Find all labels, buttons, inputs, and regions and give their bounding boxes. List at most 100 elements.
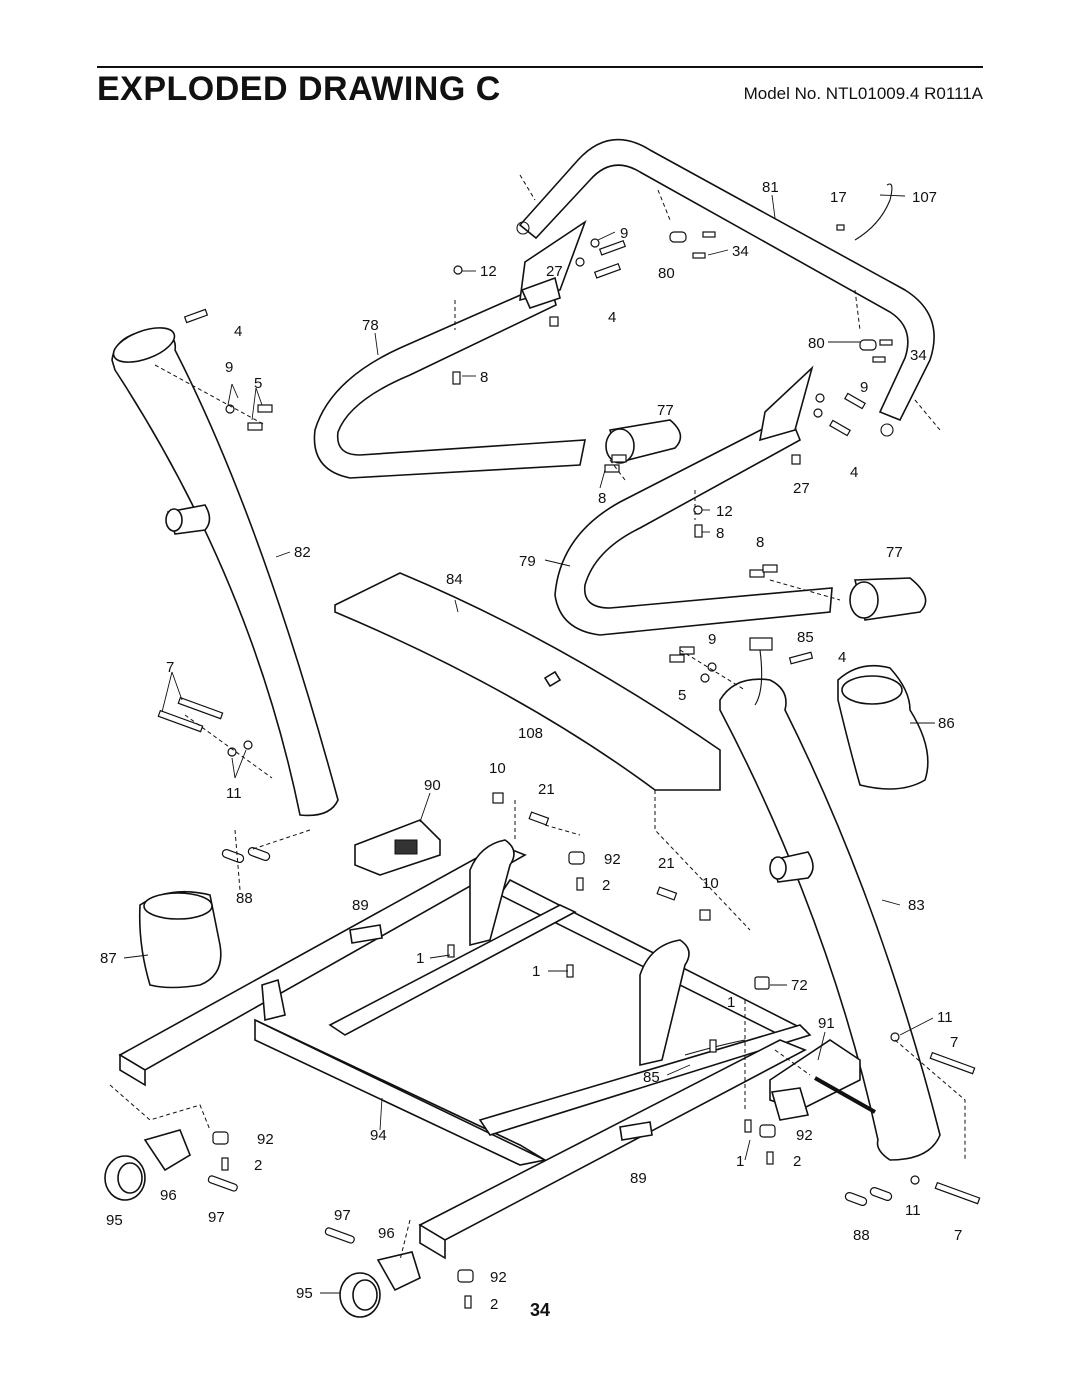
callout-12: 12 [480, 263, 497, 280]
callout-8: 8 [716, 525, 724, 542]
callout-10: 10 [702, 875, 719, 892]
callout-4: 4 [608, 309, 616, 326]
callout-86: 86 [938, 715, 955, 732]
callout-87: 87 [100, 950, 117, 967]
upper-frame-81 [516, 138, 935, 437]
callout-1: 1 [727, 994, 735, 1011]
base-frame-94 [118, 839, 812, 1260]
wire-85 [684, 637, 773, 1056]
callout-34: 34 [910, 347, 927, 364]
callout-80: 80 [808, 335, 825, 352]
callout-34: 34 [732, 243, 749, 260]
wheel-95-bottom [339, 1251, 421, 1318]
callout-4: 4 [838, 649, 846, 666]
callout-11: 11 [905, 1202, 921, 1219]
callout-5: 5 [678, 687, 686, 704]
leader-lines [123, 194, 935, 1294]
callout-21: 21 [658, 855, 675, 872]
endcap-77-lower [849, 577, 927, 621]
wire-107 [854, 183, 893, 241]
callout-89: 89 [352, 897, 369, 914]
callout-4: 4 [850, 464, 858, 481]
callout-91: 91 [818, 1015, 835, 1032]
callout-96: 96 [160, 1187, 177, 1204]
upright-83 [719, 678, 941, 1161]
callout-7: 7 [954, 1227, 962, 1244]
callout-88: 88 [853, 1227, 870, 1244]
callout-8: 8 [598, 490, 606, 507]
callout-17: 17 [830, 189, 847, 206]
callout-2: 2 [793, 1153, 801, 1170]
callout-94: 94 [370, 1127, 387, 1144]
small-hardware [183, 224, 920, 1309]
tray-84 [334, 572, 721, 791]
callout-107: 107 [912, 189, 937, 206]
callout-7: 7 [950, 1034, 958, 1051]
bolts-7 [157, 696, 981, 1205]
header-rule [97, 66, 983, 68]
callout-2: 2 [490, 1296, 498, 1313]
callout-77: 77 [886, 544, 903, 561]
pins-88-97 [207, 847, 893, 1244]
callout-5: 5 [254, 375, 262, 392]
callout-4: 4 [234, 323, 242, 340]
callout-92: 92 [490, 1269, 507, 1286]
callout-83: 83 [908, 897, 925, 914]
assembly-lines [109, 174, 966, 1261]
callout-11: 11 [937, 1009, 953, 1026]
callout-92: 92 [796, 1127, 813, 1144]
callout-9: 9 [860, 379, 868, 396]
model-number: Model No. NTL01009.4 R0111A [743, 84, 983, 103]
callout-7: 7 [166, 659, 174, 676]
callout-9: 9 [225, 359, 233, 376]
callout-72: 72 [791, 977, 808, 994]
callout-labels: 81 17 107 9 34 80 4 78 12 27 8 4 9 5 80 … [100, 179, 962, 1313]
callout-77: 77 [657, 402, 674, 419]
callout-90: 90 [424, 777, 441, 794]
power-socket-91 [769, 1039, 876, 1121]
callout-95: 95 [106, 1212, 123, 1229]
callout-97: 97 [334, 1207, 351, 1224]
callout-2: 2 [602, 877, 610, 894]
callout-92: 92 [257, 1131, 274, 1148]
cover-86 [837, 664, 929, 790]
callout-81: 81 [762, 179, 779, 196]
callout-85: 85 [797, 629, 814, 646]
callout-89: 89 [630, 1170, 647, 1187]
page-title: EXPLODED DRAWING C [97, 70, 501, 108]
bracket-90 [354, 819, 441, 876]
callout-9: 9 [708, 631, 716, 648]
callout-1: 1 [532, 963, 540, 980]
callout-27: 27 [793, 480, 810, 497]
callout-1: 1 [736, 1153, 744, 1170]
callout-10: 10 [489, 760, 506, 777]
callout-95: 95 [296, 1285, 313, 1302]
callout-85: 85 [643, 1069, 660, 1086]
callout-1: 1 [416, 950, 424, 967]
cover-87 [138, 890, 222, 989]
callout-96: 96 [378, 1225, 395, 1242]
callout-92: 92 [604, 851, 621, 868]
callout-88: 88 [236, 890, 253, 907]
callout-27: 27 [546, 263, 563, 280]
handrail-78 [313, 219, 587, 479]
callout-8: 8 [756, 534, 764, 551]
callout-97: 97 [208, 1209, 225, 1226]
wheel-95-left [104, 1129, 191, 1201]
callout-8: 8 [480, 369, 488, 386]
callout-9: 9 [620, 225, 628, 242]
handrail-79 [554, 365, 833, 636]
callout-21: 21 [538, 781, 555, 798]
page-number: 34 [529, 1300, 551, 1320]
callout-11: 11 [226, 785, 242, 802]
upright-82 [111, 327, 339, 817]
callout-79: 79 [519, 553, 536, 570]
callout-80: 80 [658, 265, 675, 282]
callout-78: 78 [362, 317, 379, 334]
callout-108: 108 [518, 725, 543, 742]
callout-82: 82 [294, 544, 311, 561]
callout-84: 84 [446, 571, 463, 588]
callout-2: 2 [254, 1157, 262, 1174]
feet-92 [212, 851, 776, 1283]
